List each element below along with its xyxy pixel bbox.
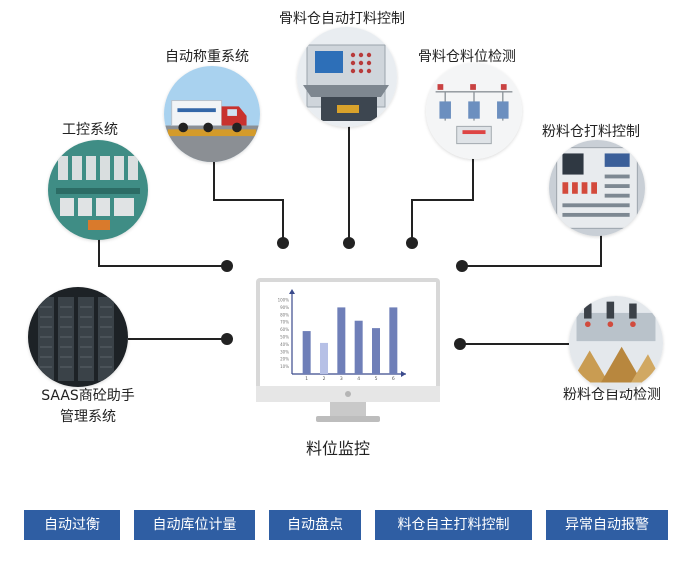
image-level-diagram bbox=[426, 63, 522, 159]
chart-bar bbox=[320, 342, 328, 374]
connector-dot-powder-detect bbox=[454, 338, 466, 350]
label-aggregate-control: 骨料仓自动打料控制 bbox=[279, 11, 405, 27]
chart-bar bbox=[354, 320, 363, 374]
feature-tag-alarm: 异常自动报警 bbox=[546, 510, 668, 540]
center-label: 料位监控 bbox=[306, 439, 371, 458]
chart-y-tick-label: 30% bbox=[280, 349, 289, 354]
connector-dot-aggregate-level bbox=[406, 237, 418, 249]
chart-x-tick-label: 2 bbox=[323, 376, 326, 382]
chart-y-tick-label: 90% bbox=[280, 305, 289, 310]
connector-weighing bbox=[213, 158, 284, 243]
chart-y-tick-label: 40% bbox=[280, 342, 289, 347]
image-powder-sensors bbox=[569, 296, 663, 390]
chart-x-arrow bbox=[401, 371, 406, 377]
label-aggregate-level: 骨料仓料位检测 bbox=[418, 49, 516, 65]
connector-powder-control bbox=[462, 233, 602, 267]
chart-y-tick-label: 60% bbox=[280, 327, 289, 332]
chart-bar bbox=[389, 307, 398, 374]
connector-industrial bbox=[98, 232, 227, 267]
image-control-console bbox=[297, 27, 397, 127]
connector-dot-powder-control bbox=[456, 260, 468, 272]
label-weighing: 自动称重系统 bbox=[165, 49, 249, 65]
chart-bar bbox=[372, 328, 380, 374]
chart-x-tick-label: 5 bbox=[375, 376, 378, 382]
connector-dot-industrial bbox=[221, 260, 233, 272]
label-powder-control: 粉料仓打料控制 bbox=[542, 124, 640, 140]
image-weighing-truck bbox=[164, 66, 260, 162]
feature-tag-auto-weighing: 自动过衡 bbox=[24, 510, 120, 540]
chart-x-tick-label: 6 bbox=[392, 376, 395, 382]
chart-y-tick-label: 10% bbox=[280, 364, 289, 369]
chart-x-tick-label: 1 bbox=[305, 376, 308, 382]
chart-y-tick-label: 70% bbox=[280, 320, 289, 325]
chart-y-tick-label: 20% bbox=[280, 357, 289, 362]
label-powder-detect: 粉料仓自动检测 bbox=[563, 387, 661, 403]
feature-tag-bin-discharge-control: 料仓自主打料控制 bbox=[375, 510, 532, 540]
connector-dot-weighing bbox=[277, 237, 289, 249]
level-bar-chart: 10% 20% 30% 40% 50% 60% 70% 80% 90% 100% 1 2 3 4 5 6 bbox=[278, 289, 406, 382]
image-server-racks bbox=[28, 287, 128, 387]
chart-x-tick-label: 4 bbox=[357, 376, 360, 382]
connector-aggregate-level bbox=[411, 158, 474, 243]
chart-bar bbox=[337, 307, 346, 374]
feature-tag-auto-inventory: 自动盘点 bbox=[269, 510, 361, 540]
chart-x-tick-label: 3 bbox=[340, 376, 343, 382]
image-powder-control-panel bbox=[549, 140, 645, 236]
image-industrial-control bbox=[48, 140, 148, 240]
label-saas-line2: 管理系统 bbox=[60, 409, 116, 425]
chart-y-tick-label: 50% bbox=[280, 335, 289, 340]
connector-dot-aggregate-control bbox=[343, 237, 355, 249]
chart-y-tick-label: 80% bbox=[280, 312, 289, 317]
chart-y-arrow bbox=[289, 289, 295, 294]
connector-dot-saas bbox=[221, 333, 233, 345]
center-monitor: 10% 20% 30% 40% 50% 60% 70% 80% 90% 100% 1 2 3 4 5 6 bbox=[256, 278, 440, 428]
chart-bar bbox=[302, 331, 311, 374]
label-industrial: 工控系统 bbox=[62, 122, 118, 138]
chart-y-tick-label: 100% bbox=[278, 298, 290, 303]
feature-tag-auto-storage-metering: 自动库位计量 bbox=[134, 510, 255, 540]
label-saas-line1: SAAS商砼助手 bbox=[41, 388, 135, 404]
